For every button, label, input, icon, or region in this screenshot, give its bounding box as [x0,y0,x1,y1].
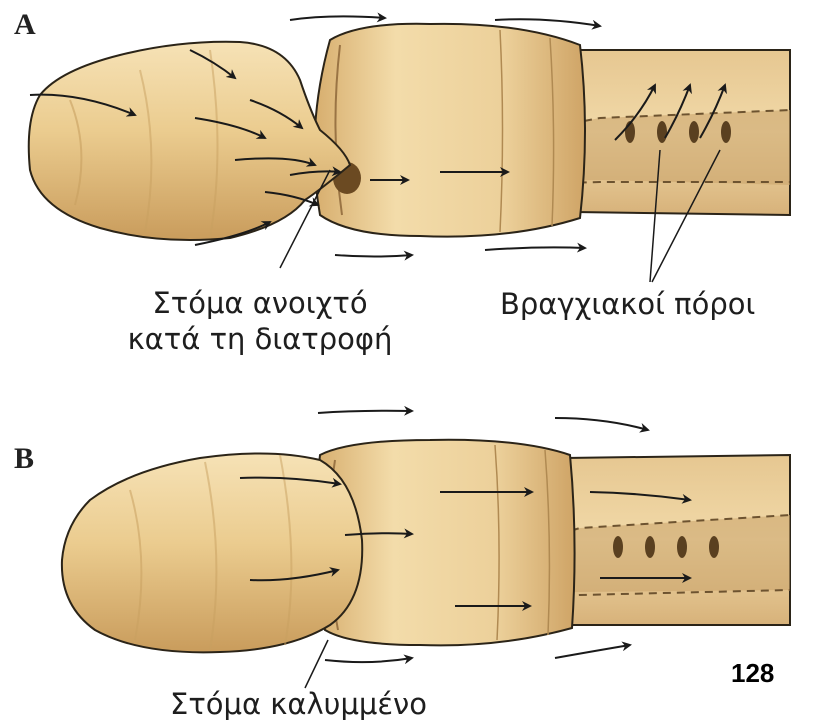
proboscis-a [29,42,350,240]
panel-b-letter: B [14,442,34,476]
mouth-open-label-line1: Στόμα ανοιχτό [115,285,405,321]
mouth-open-label-line2: κατά τη διατροφή [115,321,405,357]
flow-arrow [290,16,385,20]
panel-b-animal [62,440,790,653]
mouth-open-label: Στόμα ανοιχτό κατά τη διατροφή [115,285,405,357]
collar-a [314,24,585,237]
panel-a-animal [29,24,790,240]
flow-arrow [335,255,412,257]
panel-a-letter: A [14,8,36,42]
flow-arrow [555,418,648,430]
flow-arrow [485,247,585,250]
proboscis-b [62,453,362,652]
flow-arrow [325,658,412,662]
mouth-covered-label: Στόμα καλυμμένο [170,686,427,722]
mouth-label-b-pointer [305,640,328,688]
flow-arrow [318,411,412,413]
gill-pores-label: Βραγχιακοί πόροι [500,286,755,322]
flow-arrow [555,645,630,658]
page-number: 128 [731,658,774,689]
flow-arrow [495,19,600,26]
